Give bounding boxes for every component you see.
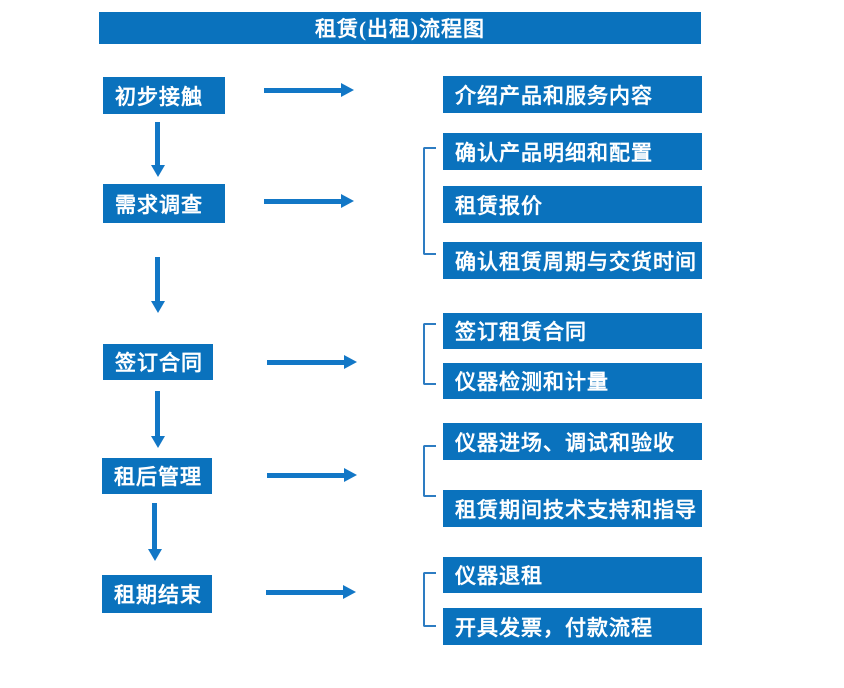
detail-box-invoice-payment: 开具发票，付款流程 — [443, 608, 702, 645]
arrow-head-icon — [344, 468, 357, 482]
down-arrow-2 — [151, 257, 165, 313]
step-box-sign-contract: 签订合同 — [103, 344, 213, 380]
detail-box-confirm-period-delivery: 确认租赁周期与交货时间 — [443, 242, 702, 279]
arrow-shaft — [155, 391, 160, 437]
right-arrow-3 — [267, 355, 357, 369]
group-bracket-sign-contract — [423, 323, 436, 385]
detail-box-instrument-return: 仪器退租 — [443, 557, 702, 593]
arrow-head-icon — [344, 355, 357, 369]
arrow-shaft — [152, 503, 157, 550]
arrow-head-icon — [148, 549, 162, 561]
right-arrow-4 — [267, 468, 357, 482]
flowchart-title: 租赁(出租)流程图 — [99, 12, 701, 44]
group-bracket-rental-end — [423, 572, 436, 627]
right-arrow-1 — [264, 83, 354, 97]
group-bracket-demand-survey — [423, 147, 436, 255]
right-arrow-2 — [264, 194, 354, 208]
down-arrow-4 — [148, 503, 162, 561]
arrow-head-icon — [151, 165, 165, 177]
group-bracket-post-rental — [423, 445, 436, 497]
detail-box-rental-quotation: 租赁报价 — [443, 186, 702, 223]
down-arrow-1 — [151, 122, 165, 177]
detail-box-sign-rental-contract: 签订租赁合同 — [443, 313, 702, 349]
step-box-demand-survey: 需求调查 — [103, 184, 225, 223]
step-box-initial-contact: 初步接触 — [103, 77, 225, 114]
arrow-head-icon — [151, 301, 165, 313]
arrow-shaft — [266, 590, 344, 595]
detail-box-instrument-setup-acceptance: 仪器进场、调试和验收 — [443, 423, 702, 460]
arrow-head-icon — [341, 194, 354, 208]
arrow-head-icon — [151, 436, 165, 448]
step-box-rental-end: 租期结束 — [102, 575, 212, 613]
arrow-shaft — [267, 473, 345, 478]
arrow-shaft — [267, 360, 345, 365]
arrow-shaft — [264, 199, 342, 204]
detail-box-instrument-testing: 仪器检测和计量 — [443, 363, 702, 399]
detail-box-tech-support: 租赁期间技术支持和指导 — [443, 490, 702, 527]
right-arrow-5 — [266, 585, 356, 599]
arrow-head-icon — [341, 83, 354, 97]
arrow-shaft — [155, 257, 160, 302]
arrow-head-icon — [343, 585, 356, 599]
down-arrow-3 — [151, 391, 165, 448]
arrow-shaft — [264, 88, 342, 93]
detail-box-confirm-product-config: 确认产品明细和配置 — [443, 133, 702, 170]
step-box-post-rental-management: 租后管理 — [102, 458, 212, 494]
arrow-shaft — [155, 122, 160, 166]
detail-box-introduce-products: 介绍产品和服务内容 — [443, 76, 702, 113]
